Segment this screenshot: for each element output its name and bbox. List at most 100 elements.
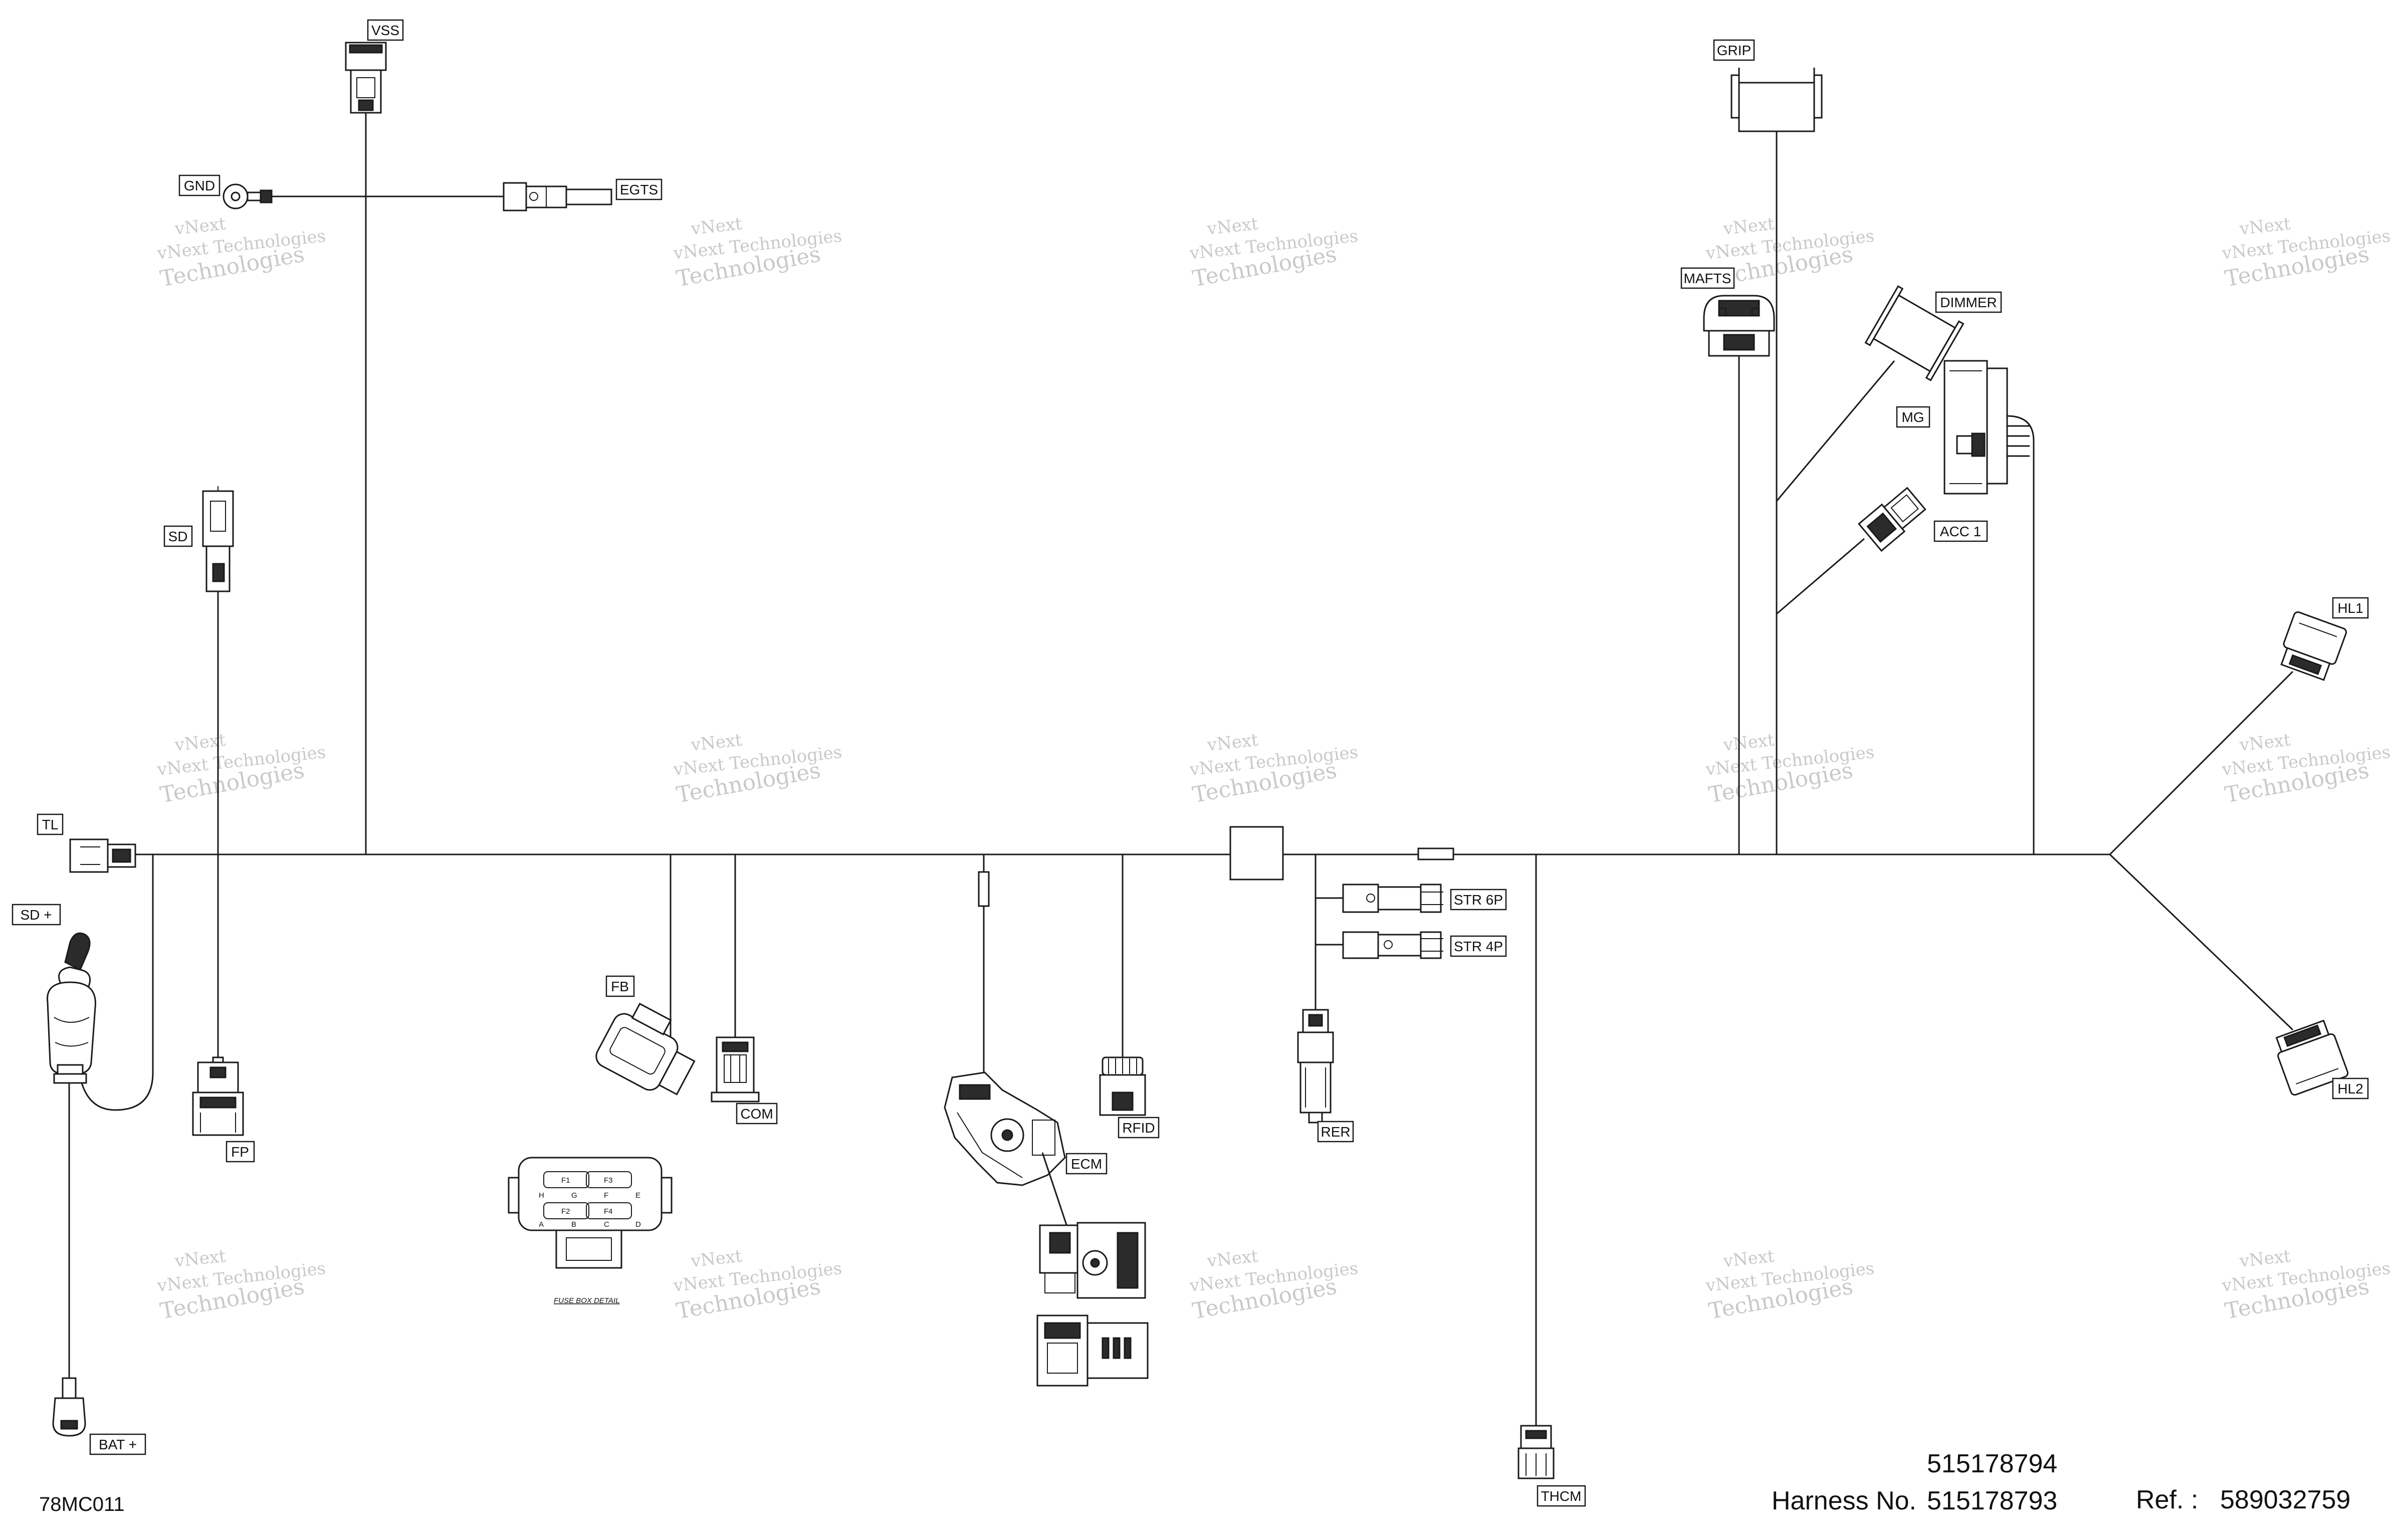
watermark: vNext vNext Technologies Technologies [1188, 730, 1359, 808]
svg-text:TL: TL [42, 817, 59, 832]
label-com: COM [736, 1103, 778, 1125]
label-mafts: MAFTS [1680, 267, 1735, 289]
mg-wire [2007, 415, 2035, 854]
rer-connector[interactable] [1297, 1009, 1334, 1124]
hl2-connector[interactable] [2272, 1019, 2349, 1096]
watermark-layer: vNext vNext Technologies Technologies vN… [156, 214, 2391, 1325]
svg-text:COM: COM [740, 1106, 773, 1122]
fuse-pin-b: B [571, 1220, 576, 1229]
label-fp: FP [226, 1141, 255, 1163]
grip-connector[interactable] [1730, 68, 1823, 132]
watermark: vNext vNext Technologies Technologies [156, 214, 327, 292]
svg-text:vNext: vNext [1722, 730, 1776, 756]
str6p-connector[interactable] [1342, 884, 1443, 913]
fuse-pin-f: F [604, 1191, 608, 1200]
watermark: vNext vNext Technologies Technologies [1704, 730, 1875, 808]
str4p-connector[interactable] [1342, 931, 1443, 959]
svg-text:VSS: VSS [371, 23, 399, 38]
svg-text:SD +: SD + [20, 907, 52, 923]
svg-text:ECM: ECM [1071, 1156, 1102, 1172]
mg-connector[interactable] [1943, 360, 2030, 495]
thcm-connector[interactable] [1517, 1425, 1555, 1479]
fuse-label-f3: F3 [604, 1176, 613, 1185]
svg-text:vNext: vNext [1722, 1246, 1776, 1272]
fuse-f3 [586, 1171, 632, 1188]
label-thcm: THCM [1537, 1485, 1586, 1507]
harness-number: 515178793 [1927, 1486, 2057, 1515]
label-acc1: ACC 1 [1933, 520, 1988, 542]
label-sd: SD [163, 525, 193, 547]
label-fb: FB [605, 975, 635, 997]
ref-number: 589032759 [2220, 1485, 2350, 1514]
svg-text:vNext: vNext [173, 1246, 227, 1272]
harness-label: Harness No. [1772, 1486, 1916, 1515]
fuse-label-f4: F4 [604, 1207, 613, 1216]
svg-text:vNext: vNext [690, 730, 743, 756]
bat-plus-terminal[interactable] [52, 1377, 86, 1437]
svg-text:vNext: vNext [2238, 214, 2292, 240]
svg-text:RER: RER [1321, 1124, 1350, 1140]
dimmer-connector[interactable] [1864, 285, 1965, 381]
hl2-wire [2109, 853, 2294, 1031]
egts-connector[interactable] [503, 182, 612, 211]
svg-text:HL2: HL2 [2337, 1081, 2363, 1096]
wire-layer [68, 113, 2294, 1426]
label-tl: TL [37, 813, 64, 835]
label-grip: GRIP [1713, 39, 1755, 61]
fb-connector[interactable] [592, 997, 706, 1104]
watermark: vNext vNext Technologies Technologies [672, 730, 843, 808]
svg-text:vNext: vNext [1206, 1246, 1259, 1272]
fuse-pin-d: D [635, 1220, 641, 1229]
sd-plus-loop-wire [79, 854, 154, 1111]
rfid-connector[interactable] [1099, 1056, 1146, 1116]
acc1-wire [1776, 538, 1865, 615]
gnd-terminal[interactable] [223, 183, 273, 209]
fuse-box-caption: FUSE BOX DETAIL [554, 1296, 619, 1305]
svg-text:FP: FP [231, 1144, 249, 1160]
label-str4p: STR 4P [1450, 935, 1507, 957]
svg-text:DIMMER: DIMMER [1940, 295, 1997, 310]
svg-text:STR 6P: STR 6P [1454, 892, 1503, 908]
label-str6p: STR 6P [1450, 889, 1507, 911]
connector-labels: VSS GND EGTS SD TL SD + BAT + FP FB COM … [12, 19, 2369, 1507]
tl-connector[interactable] [69, 838, 136, 873]
vss-connector[interactable] [345, 42, 387, 114]
fuse-label-f1: F1 [561, 1176, 570, 1185]
mafts-connector[interactable] [1703, 295, 1775, 357]
svg-text:vNext: vNext [1206, 730, 1259, 756]
com-connector[interactable] [711, 1036, 760, 1103]
svg-text:MG: MG [1901, 409, 1924, 425]
fuse-f2 [543, 1202, 589, 1219]
acc1-connector[interactable] [1858, 485, 1927, 552]
sd-plus-terminal[interactable] [47, 932, 96, 1084]
fuse-f1 [543, 1171, 589, 1188]
ecm-connector[interactable] [944, 1071, 1068, 1228]
ref-label: Ref. : [2136, 1485, 2198, 1514]
svg-text:RFID: RFID [1122, 1120, 1155, 1136]
hl1-connector[interactable] [2277, 611, 2347, 682]
watermark: vNext vNext Technologies Technologies [672, 1246, 843, 1325]
svg-text:vNext: vNext [690, 1246, 743, 1272]
label-dimmer: DIMMER [1935, 291, 2002, 313]
inline-splice-mark [1417, 847, 1454, 860]
label-bat-plus: BAT + [89, 1433, 146, 1455]
fuse-pin-e: E [635, 1191, 640, 1200]
label-rfid: RFID [1118, 1117, 1160, 1139]
footer: 78MC011 515178794 Harness No. 515178793 … [39, 1449, 2350, 1515]
svg-text:ACC 1: ACC 1 [1940, 524, 1981, 539]
watermark: vNext vNext Technologies Technologies [2221, 1246, 2391, 1325]
svg-text:vNext: vNext [1206, 214, 1259, 240]
ecm-connector-b[interactable] [1039, 1222, 1146, 1299]
junction-block [1229, 826, 1284, 881]
svg-text:vNext: vNext [2238, 1246, 2292, 1272]
sd-connector[interactable] [202, 486, 234, 592]
watermark: vNext vNext Technologies Technologies [156, 730, 327, 808]
watermark: vNext vNext Technologies Technologies [156, 1246, 327, 1325]
fp-connector[interactable] [192, 1056, 244, 1136]
watermark: vNext vNext Technologies Technologies [1188, 1246, 1359, 1325]
ecm-connector-c[interactable] [1036, 1314, 1149, 1387]
svg-text:FB: FB [611, 979, 629, 994]
fuse-label-f2: F2 [561, 1207, 570, 1216]
label-egts: EGTS [615, 178, 663, 200]
